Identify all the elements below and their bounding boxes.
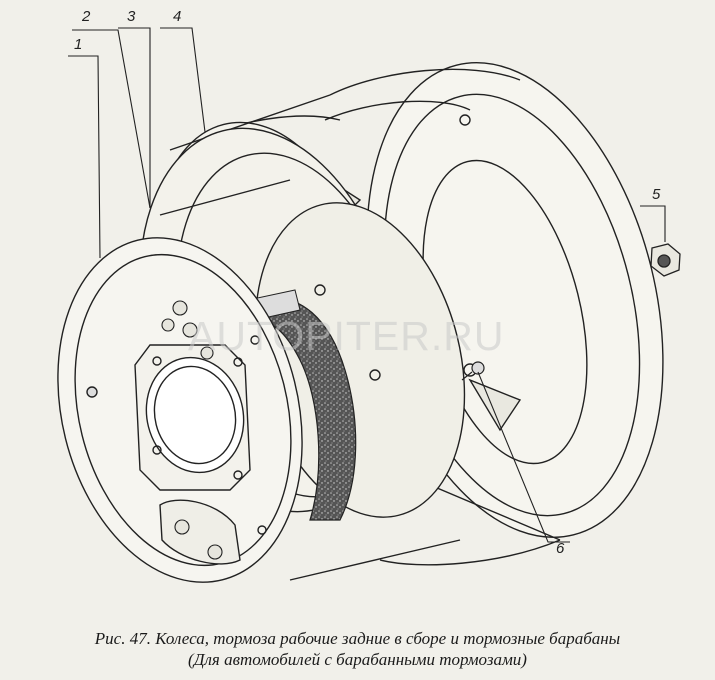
callout-5: 5 xyxy=(652,186,661,203)
callout-leader-lines xyxy=(68,27,666,543)
wheel-nut-icon xyxy=(650,243,681,277)
caption-line-1: Рис. 47. Колеса, тормоза рабочие задние … xyxy=(94,629,621,648)
brake-backing-plate xyxy=(57,237,303,583)
callout-6: 6 xyxy=(556,540,565,557)
caption-line-2: (Для автомобилей с барабанными тормозами… xyxy=(188,650,527,669)
callout-4: 4 xyxy=(173,8,182,25)
callout-2: 2 xyxy=(82,8,91,25)
figure-caption: Рис. 47. Колеса, тормоза рабочие задние … xyxy=(0,628,715,670)
backing-plate-bolts xyxy=(161,300,223,560)
watermark-text: AUTOPITER.RU xyxy=(188,313,505,359)
callout-1: 1 xyxy=(74,36,83,53)
wheel-stud-icon xyxy=(461,361,485,381)
callout-3: 3 xyxy=(127,8,136,25)
brake-assembly-drawing xyxy=(57,27,681,583)
